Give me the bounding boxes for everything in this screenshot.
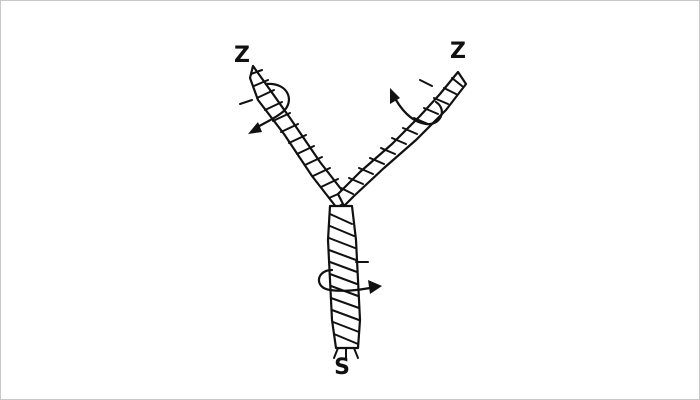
- left-strand-label: Z: [234, 43, 250, 68]
- combined-strand-label: S: [334, 355, 350, 380]
- right-ply-twist-lines: [340, 77, 463, 195]
- left-z-ply: [248, 64, 350, 214]
- right-z-ply: [336, 70, 468, 208]
- right-rotation-arrow-icon: [390, 79, 443, 126]
- right-strand-label: Z: [450, 39, 466, 64]
- frayed-end: [333, 347, 359, 359]
- left-rotation-arrow-icon: [239, 82, 290, 134]
- combined-s-strand: [326, 204, 362, 359]
- combined-rotation-arrow-icon: [317, 261, 382, 294]
- combined-strand-twist-lines: [328, 213, 360, 345]
